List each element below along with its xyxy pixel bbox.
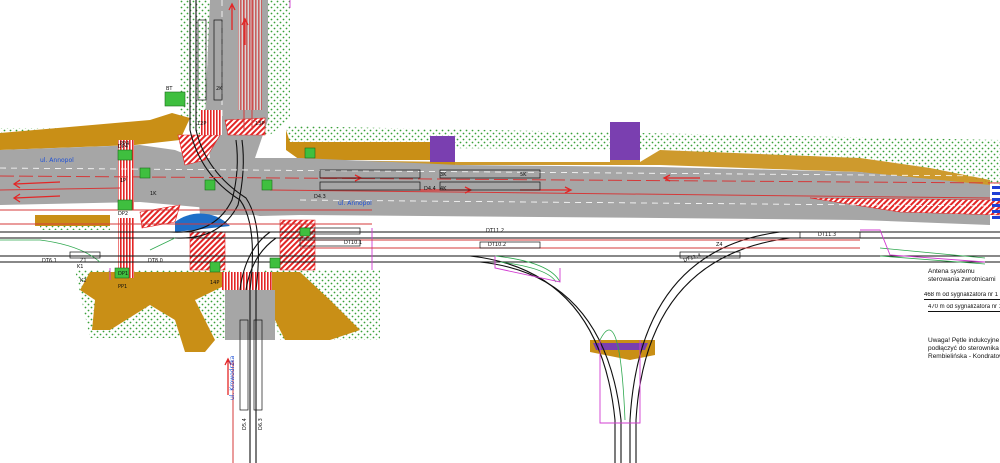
signal-label: K2: [80, 278, 86, 284]
street-label-annopol-west: ul. Annopol: [40, 157, 74, 164]
detector-label: DT6.1: [42, 258, 57, 264]
warning-note: Uwaga! Pętle indukcyjne podłączyć do ste…: [928, 337, 1000, 360]
distance-468-label: 468 m od sygnalizatora nr 1: [924, 292, 1000, 300]
signal-label: K1: [77, 264, 83, 270]
signal-heads: [114, 91, 316, 279]
blue-island: [175, 213, 230, 232]
signal-label: PP1: [118, 284, 127, 290]
track-overlays: [0, 237, 986, 421]
boundary-lines: [109, 0, 986, 424]
detector-label: 5K: [520, 172, 527, 178]
detector-loops: [69, 19, 861, 411]
signal-label: DP1: [118, 271, 128, 277]
signal-label: 1P: [120, 178, 126, 184]
detector-label: DT8.0: [148, 258, 163, 264]
detector-label: DT11.4: [683, 253, 702, 264]
signal-label: DP2: [118, 211, 128, 217]
signal-label: PP4: [120, 141, 129, 147]
detector-label: D4.3: [314, 194, 326, 200]
detector-label: 3K: [440, 172, 447, 178]
detector-label: Z1: [80, 258, 87, 264]
detector-label: DT11.2: [486, 228, 504, 234]
signal-label: 12P: [197, 121, 206, 127]
detector-label: Z4: [716, 242, 723, 248]
tram-platforms: [430, 122, 648, 350]
street-label-annopol-east: ul. Annopol: [338, 200, 372, 207]
signal-label: 2K: [216, 86, 223, 92]
detector-label: DT10.2: [488, 242, 506, 248]
street-label-krowodrzka: ul. Krowodrzka: [229, 355, 236, 400]
antenna-note: Antena systemu sterowania zwrotnicami: [928, 268, 996, 283]
detector-label: 4K: [440, 186, 447, 192]
detector-label: D5.4: [242, 418, 248, 430]
detector-label: D4.4: [424, 186, 436, 192]
lane-end-ticks: [992, 186, 1000, 219]
signal-label: DP4: [118, 144, 128, 150]
signal-labels: BT 2K 12P 13P 1K 1P DP1 DP2 DP4 K1 K2 14…: [77, 86, 264, 290]
detector-label: DT10.1: [344, 240, 362, 246]
signal-label: 1K: [150, 191, 157, 197]
signal-label: 13P: [255, 121, 264, 127]
signal-label: 14P: [210, 280, 219, 286]
distance-470-label: 470 m od sygnalizatora nr 1: [928, 304, 1000, 312]
signal-label: BT: [166, 86, 173, 92]
detector-label: D6.3: [258, 418, 264, 430]
detector-labels: DT6.1 DT8.0 DT10.1 DT10.2 DT11.2 DT11.3 …: [42, 172, 836, 430]
detector-label: DT11.3: [818, 232, 836, 238]
